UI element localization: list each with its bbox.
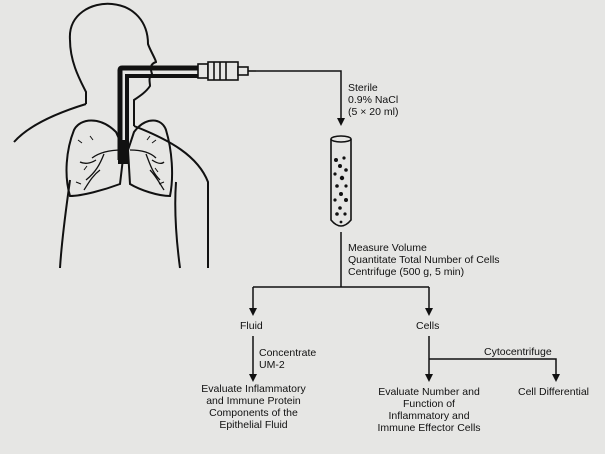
cell-differential-label: Cell Differential bbox=[518, 386, 590, 398]
bronchoscope-tube bbox=[117, 65, 200, 164]
measure-volume-label: Measure Volume Quantitate Total Number o… bbox=[348, 242, 500, 278]
cytocentrifuge-label: Cytocentrifuge bbox=[484, 346, 552, 358]
arrow-cells-differential bbox=[429, 358, 560, 382]
syringe-icon bbox=[197, 61, 256, 81]
concentrate-label: Concentrate UM-2 bbox=[259, 347, 317, 371]
sterile-saline-label: Sterile 0.9% NaCl (5 × 20 ml) bbox=[348, 82, 399, 118]
cells-label: Cells bbox=[416, 320, 440, 332]
evaluate-fluid-label: Evaluate Inflammatory and Immune Protein… bbox=[201, 383, 306, 431]
test-tube-icon bbox=[330, 135, 352, 227]
fluid-label: Fluid bbox=[240, 320, 263, 332]
human-torso-lungs-icon bbox=[13, 2, 209, 269]
evaluate-cells-label: Evaluate Number and Function of Inflamma… bbox=[377, 386, 481, 434]
